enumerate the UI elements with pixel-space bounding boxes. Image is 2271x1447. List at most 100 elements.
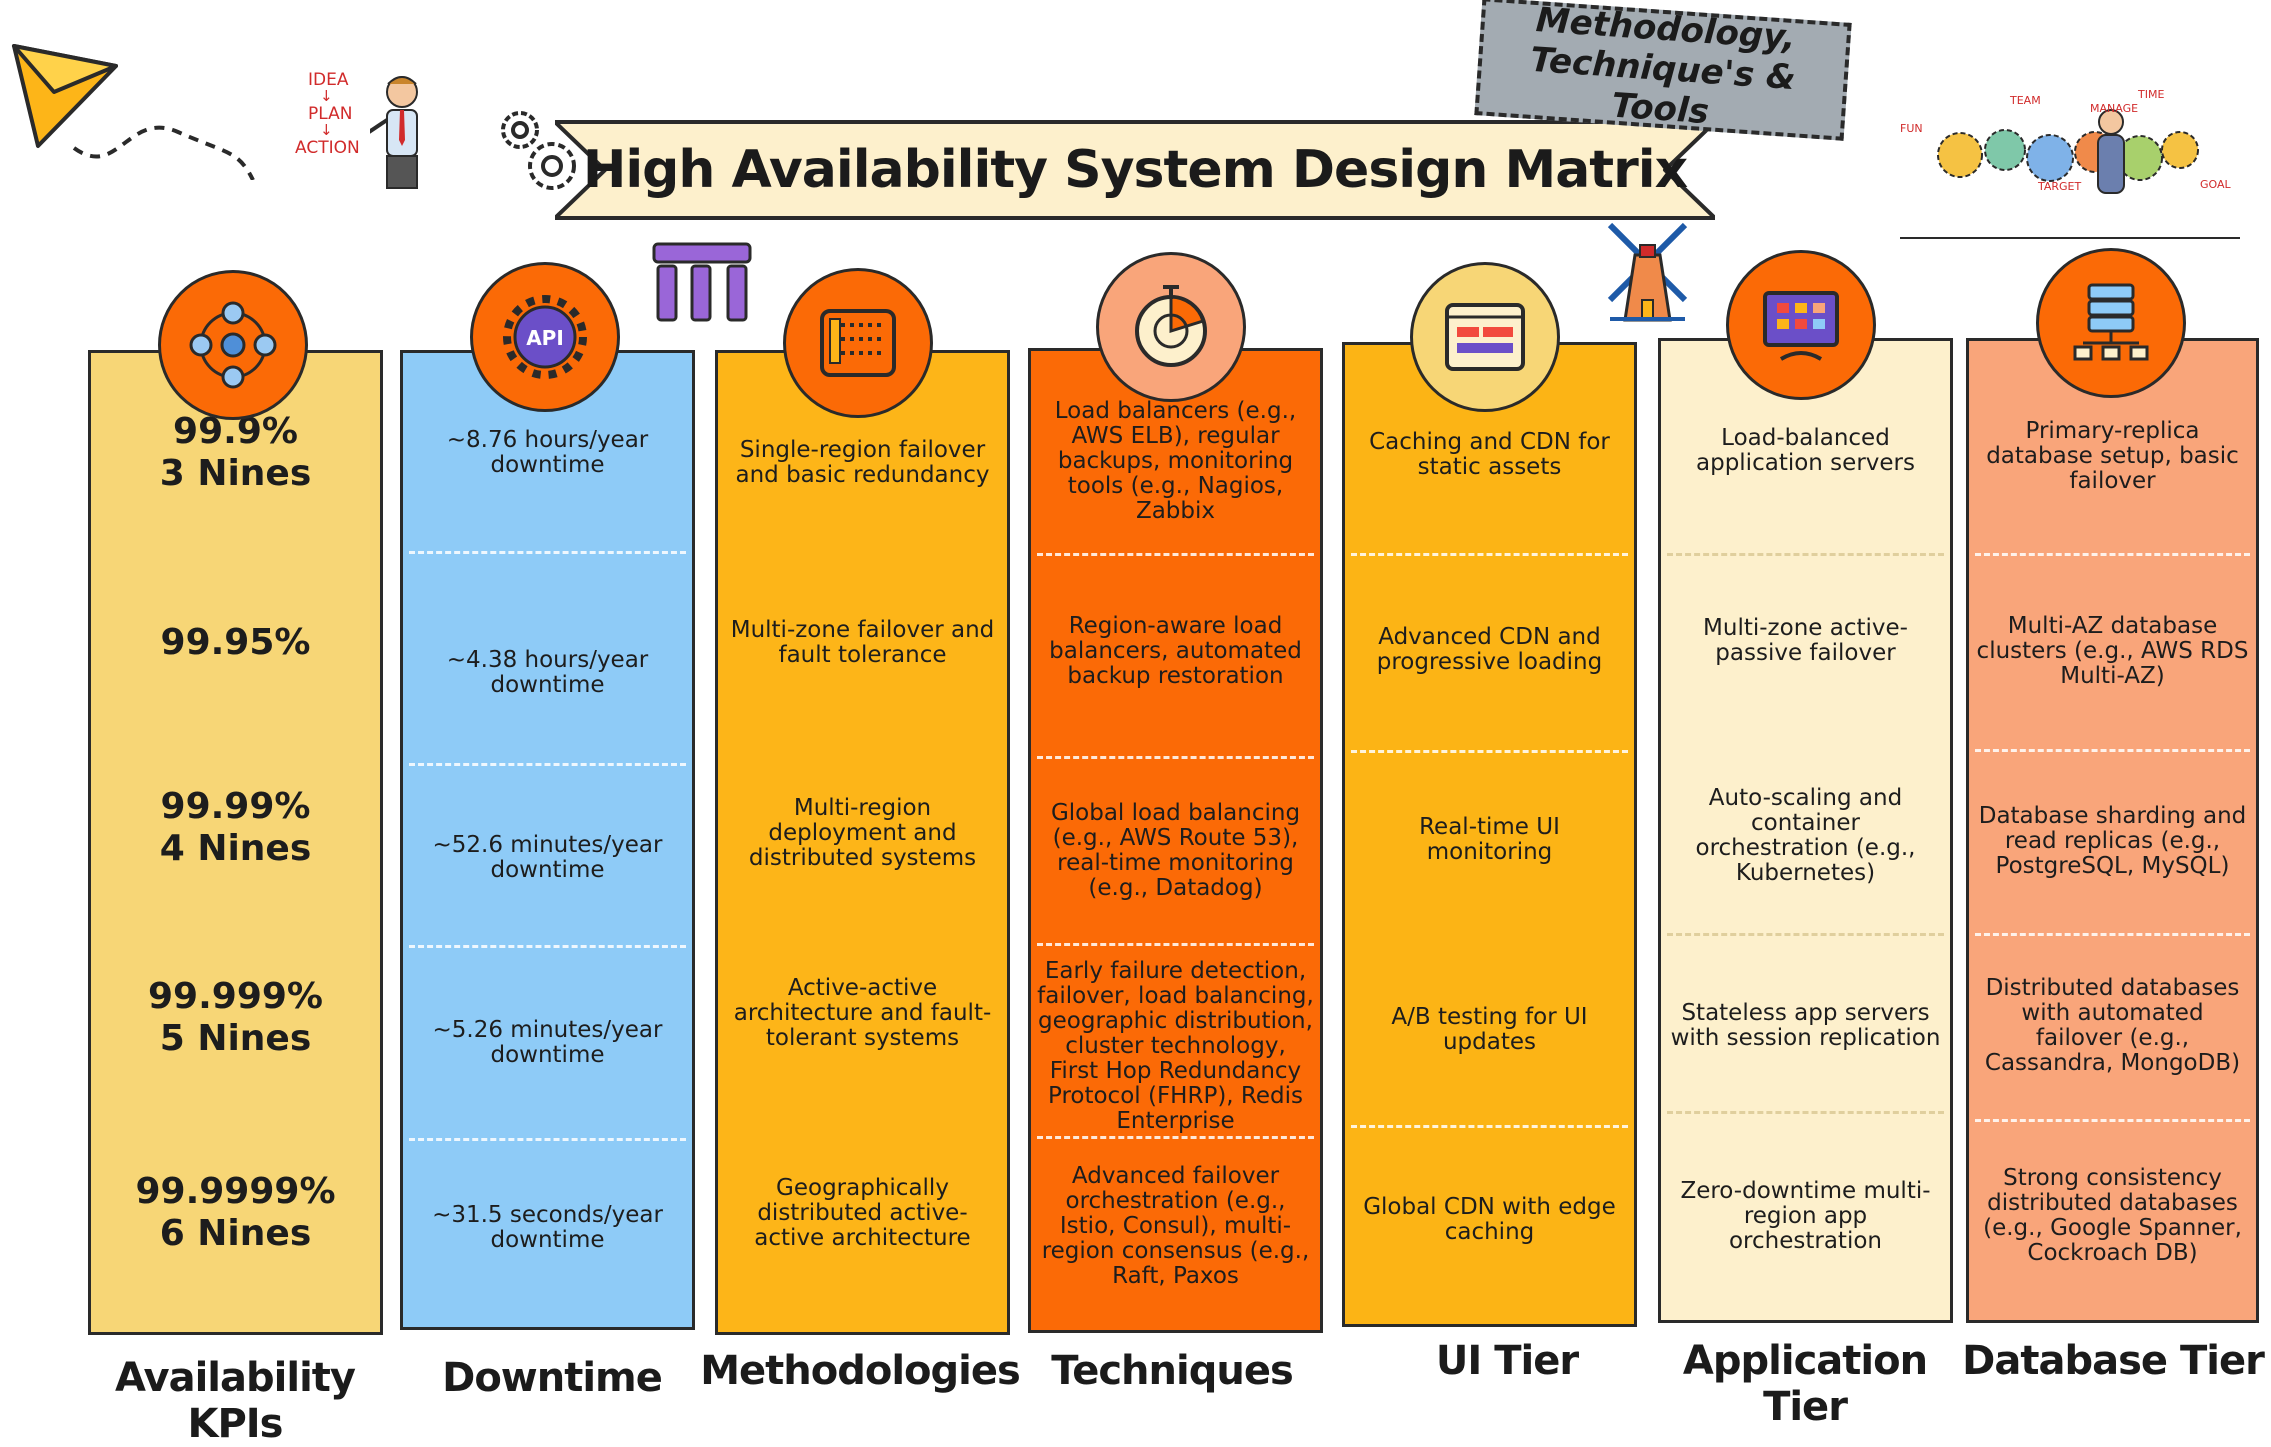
monitor-icon bbox=[1763, 291, 1839, 361]
row-separator bbox=[409, 551, 686, 554]
downtime-cell-2: ~4.38 hours/year downtime bbox=[446, 647, 649, 698]
circle-downtime: API bbox=[470, 262, 620, 412]
ui-cell-3: Real-time UI monitoring bbox=[1419, 814, 1560, 865]
row-separator bbox=[1667, 553, 1944, 556]
teamwork-gears-sketch: TEAM MANAGE TIME FUN TARGET GOAL bbox=[1890, 80, 2250, 250]
label-availability-kpis: Availability KPIs bbox=[115, 1355, 356, 1447]
kpi-cell-2: 99.95% bbox=[160, 622, 311, 663]
stonehenge-icon bbox=[650, 240, 755, 329]
row-separator bbox=[1975, 553, 2250, 556]
label-downtime: Downtime bbox=[442, 1355, 663, 1401]
app-cell-2: Multi-zone active- passive failover bbox=[1703, 615, 1908, 666]
db-cell-2: Multi-AZ database clusters (e.g., AWS RD… bbox=[1976, 612, 2249, 689]
row-separator bbox=[1351, 553, 1628, 556]
label-ui-tier: UI Tier bbox=[1435, 1338, 1579, 1384]
arrow-down-icon: ↓ bbox=[320, 87, 333, 105]
windmill-icon bbox=[1600, 215, 1695, 329]
time-label: TIME bbox=[2138, 88, 2165, 101]
downtime-cell-5: ~31.5 seconds/year downtime bbox=[432, 1202, 663, 1253]
circle-ui-tier bbox=[1410, 262, 1560, 412]
api-gear-icon: API bbox=[503, 295, 587, 379]
db-cell-3: Database sharding and read replicas (e.g… bbox=[1978, 802, 2247, 879]
column-availability-kpis: 99.9% 3 Nines 99.95% 99.99% 4 Nines 99.9… bbox=[88, 350, 383, 1335]
idea-label: IDEA bbox=[308, 70, 349, 90]
ui-cell-2: Advanced CDN and progressive loading bbox=[1376, 624, 1603, 675]
technique-cell-2: Region-aware load balancers, automated b… bbox=[1049, 612, 1302, 689]
app-cell-1: Load-balanced application servers bbox=[1696, 425, 1915, 476]
kpi-cell-3: 99.99% 4 Nines bbox=[159, 786, 312, 869]
technique-cell-3: Global load balancing (e.g., AWS Route 5… bbox=[1050, 800, 1301, 901]
paper-plane-icon bbox=[8, 30, 258, 184]
pie-compass-icon bbox=[1135, 285, 1207, 367]
methodology-cell-3: Multi-region deployment and distributed … bbox=[748, 794, 977, 871]
label-methodologies: Methodologies bbox=[700, 1348, 1021, 1394]
db-cell-1: Primary-replica database setup, basic fa… bbox=[1986, 417, 2239, 494]
column-methodologies: Single-region failover and basic redunda… bbox=[715, 350, 1010, 1335]
row-separator bbox=[1351, 1125, 1628, 1128]
column-techniques: Load balancers (e.g., AWS ELB), regular … bbox=[1028, 348, 1323, 1333]
circle-methodologies bbox=[783, 268, 933, 418]
goal-label: GOAL bbox=[2200, 178, 2231, 191]
app-cell-3: Auto-scaling and container orchestration… bbox=[1695, 785, 1916, 886]
label-database-tier: Database Tier bbox=[1962, 1338, 2265, 1384]
row-separator bbox=[409, 763, 686, 766]
downtime-cell-4: ~5.26 minutes/year downtime bbox=[432, 1017, 663, 1068]
idea-plan-action-sketch: IDEA ↓ PLAN ↓ ACTION bbox=[290, 70, 440, 195]
row-separator bbox=[1975, 933, 2250, 936]
network-users-icon bbox=[189, 301, 277, 389]
circle-database-tier bbox=[2036, 248, 2186, 398]
presenter-figure-icon bbox=[370, 76, 418, 189]
dashboard-panel-icon bbox=[820, 309, 896, 377]
row-separator bbox=[1975, 749, 2250, 752]
methodology-tag: Methodology, Technique's & Tools bbox=[1474, 0, 1852, 141]
kpi-cell-1: 99.9% 3 Nines bbox=[159, 411, 312, 494]
methodology-cell-4: Active-active architecture and fault- to… bbox=[733, 974, 992, 1051]
column-database-tier: Primary-replica database setup, basic fa… bbox=[1966, 338, 2259, 1323]
db-cell-5: Strong consistency distributed databases… bbox=[1983, 1165, 2242, 1266]
row-separator bbox=[1351, 750, 1628, 753]
title-banner: High Availability System Design Matrix bbox=[555, 108, 1715, 228]
database-server-icon bbox=[2073, 283, 2149, 361]
circle-techniques bbox=[1096, 252, 1246, 402]
downtime-cell-3: ~52.6 minutes/year downtime bbox=[432, 832, 663, 883]
column-ui-tier: Caching and CDN for static assets Advanc… bbox=[1342, 342, 1637, 1327]
team-label: TEAM bbox=[2010, 94, 2041, 107]
page-title: High Availability System Design Matrix bbox=[582, 140, 1688, 200]
column-downtime: ~8.76 hours/year downtime ~4.38 hours/ye… bbox=[400, 350, 695, 1330]
methodology-cell-5: Geographically distributed active- activ… bbox=[754, 1174, 971, 1251]
downtime-cell-1: ~8.76 hours/year downtime bbox=[446, 427, 649, 478]
row-separator bbox=[1667, 1111, 1944, 1114]
api-icon-text: API bbox=[526, 326, 564, 350]
row-separator bbox=[409, 1138, 686, 1141]
ui-cell-1: Caching and CDN for static assets bbox=[1369, 429, 1610, 480]
ui-cell-4: A/B testing for UI updates bbox=[1391, 1004, 1588, 1055]
manage-label: MANAGE bbox=[2090, 102, 2139, 115]
ui-cell-5: Global CDN with edge caching bbox=[1363, 1194, 1616, 1245]
technique-cell-1: Load balancers (e.g., AWS ELB), regular … bbox=[1054, 397, 1297, 524]
row-separator bbox=[1037, 943, 1314, 946]
row-separator bbox=[1975, 1119, 2250, 1122]
fun-label: FUN bbox=[1900, 122, 1923, 135]
arrow-down-icon: ↓ bbox=[320, 121, 333, 139]
column-application-tier: Load-balanced application servers Multi-… bbox=[1658, 338, 1953, 1323]
row-separator bbox=[1667, 933, 1944, 936]
gears-icon bbox=[490, 100, 585, 204]
methodology-cell-2: Multi-zone failover and fault tolerance bbox=[730, 617, 995, 668]
app-cell-5: Zero-downtime multi- region app orchestr… bbox=[1680, 1177, 1931, 1254]
technique-cell-5: Advanced failover orchestration (e.g., I… bbox=[1041, 1162, 1310, 1289]
plan-label: PLAN bbox=[308, 104, 353, 124]
app-cell-4: Stateless app servers with session repli… bbox=[1670, 1000, 1941, 1051]
db-cell-4: Distributed databases with automated fai… bbox=[1984, 975, 2241, 1076]
row-separator bbox=[409, 945, 686, 948]
circle-application-tier bbox=[1726, 250, 1876, 400]
row-separator bbox=[1037, 1136, 1314, 1139]
circle-availability-kpis bbox=[158, 270, 308, 420]
kpi-cell-5: 99.9999% 6 Nines bbox=[135, 1171, 336, 1254]
row-separator bbox=[1037, 553, 1314, 556]
label-techniques: Techniques bbox=[1051, 1348, 1294, 1394]
target-label: TARGET bbox=[2038, 180, 2082, 193]
label-application-tier: Application Tier bbox=[1682, 1338, 1928, 1430]
technique-cell-4: Early failure detection, failover, load … bbox=[1037, 957, 1314, 1134]
methodology-cell-1: Single-region failover and basic redunda… bbox=[735, 437, 990, 488]
browser-window-icon bbox=[1445, 303, 1525, 371]
